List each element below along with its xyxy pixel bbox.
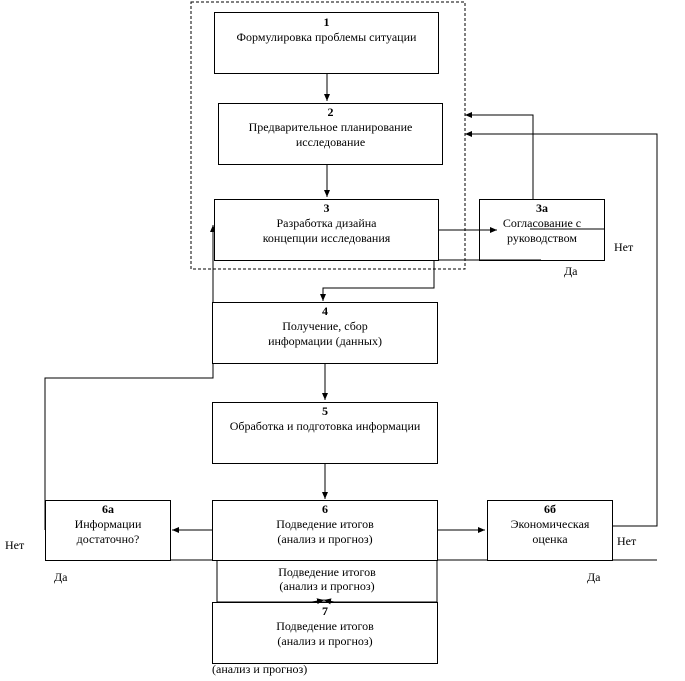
step-label-line2: информации (данных): [268, 334, 382, 348]
step-label: Обработка и подготовка информации: [229, 419, 421, 433]
step-number: 6б: [544, 502, 556, 516]
step-3-research-design: 3 Разработка дизайна концепции исследова…: [214, 199, 439, 261]
arrow-3a-no-to-2: [465, 112, 534, 199]
step-label-line2: (анализ и прогноз): [277, 532, 373, 546]
step-label-line1: Согласование с: [502, 216, 582, 230]
step-2-preliminary-planning: 2 Предварительное планирование исследова…: [218, 103, 443, 165]
step-number: 6: [322, 502, 328, 516]
arrow-6b-no-to-2: [465, 131, 658, 527]
step-4-data-collection: 4 Получение, сбор информации (данных): [212, 302, 438, 364]
step-number: 3а: [536, 201, 548, 215]
step-label-line2: концепции исследования: [262, 231, 391, 245]
step-number: 7: [322, 604, 328, 618]
step-label-line1: Разработка дизайна: [276, 216, 377, 230]
step-label-line1: Получение, сбор: [282, 319, 368, 333]
step-6b-economic-evaluation: 6б Экономическая оценка: [487, 500, 613, 561]
label-no-3a: Нет: [614, 240, 634, 254]
arrow-6a-no-to-3: [44, 225, 216, 530]
between-line1: Подведение итогов: [278, 565, 376, 579]
below-7-text: (анализ и прогноз): [212, 662, 308, 676]
step-7-final-summary: 7 Подведение итогов (анализ и прогноз): [212, 602, 438, 664]
between-6-7-text: Подведение итогов (анализ и прогноз): [217, 565, 437, 593]
step-6a-enough-info-decision: 6а Информации достаточно?: [45, 500, 171, 561]
label-no-6a: Нет: [5, 538, 25, 552]
step-3a-management-approval: 3а Согласование с руководством: [479, 199, 605, 261]
step-number: 3: [323, 201, 330, 215]
step-label-line1: Предварительное планирование: [248, 120, 413, 134]
step-number: 5: [322, 404, 328, 418]
step-number: 2: [327, 105, 334, 119]
label-yes-6b: Да: [587, 570, 601, 584]
step-label-line1: Подведение итогов: [276, 517, 374, 531]
step-number: 6а: [102, 502, 114, 516]
step-6-summary: 6 Подведение итогов (анализ и прогноз): [212, 500, 438, 561]
arrow-to-7-a: [311, 598, 325, 605]
step-label-line2: руководством: [507, 231, 577, 245]
step-label: Формулировка проблемы ситуации: [236, 30, 417, 44]
arrow-3a-yes-to-4: [320, 259, 541, 301]
step-label-line1: Подведение итогов: [276, 619, 374, 633]
step-label-line1: Информации: [74, 517, 142, 531]
label-yes-3a: Да: [564, 264, 578, 278]
step-label-line1: Экономическая: [510, 517, 590, 531]
step-label-line2: оценка: [532, 532, 568, 546]
step-label-line2: достаточно?: [76, 532, 140, 546]
step-5-data-processing: 5 Обработка и подготовка информации: [212, 402, 438, 464]
between-line2: (анализ и прогноз): [279, 579, 375, 593]
arrow-to-7-b: [323, 598, 335, 605]
step-number: 1: [323, 15, 330, 29]
label-yes-6a: Да: [54, 570, 68, 584]
step-number: 4: [322, 304, 328, 318]
step-label-line2: исследование: [295, 135, 366, 149]
step-1-problem-formulation: 1 Формулировка проблемы ситуации: [214, 12, 439, 74]
step-label-line2: (анализ и прогноз): [277, 634, 373, 648]
label-no-6b: Нет: [617, 534, 637, 548]
